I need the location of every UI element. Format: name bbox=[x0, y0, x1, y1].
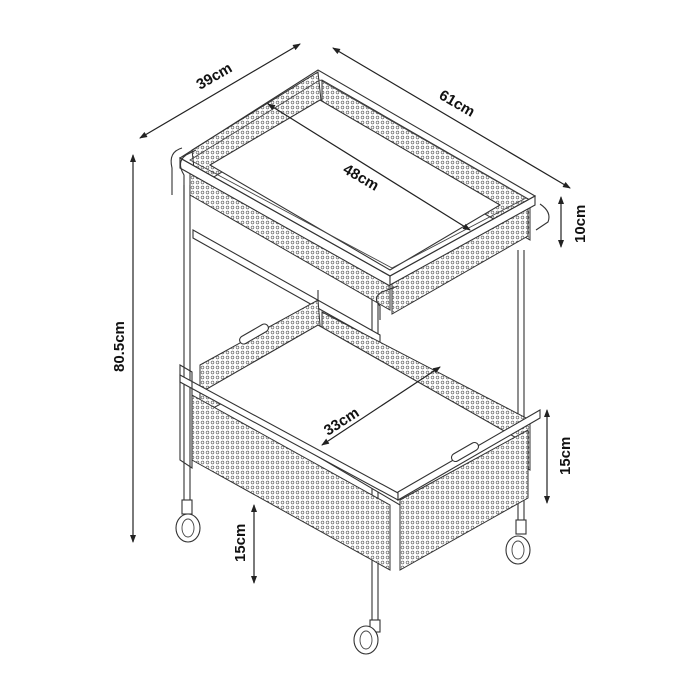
total-height-label: 80.5cm bbox=[111, 321, 128, 372]
bottom-basket-height-label: 15cm bbox=[557, 437, 574, 475]
ground-clearance-label: 15cm bbox=[232, 524, 249, 562]
wheel-front-left bbox=[175, 499, 201, 543]
inner-depth-line bbox=[321, 366, 441, 446]
top-basket-height-label: 10cm bbox=[572, 205, 589, 243]
wheel-front-center bbox=[353, 619, 381, 655]
inner-length-dimension-line bbox=[267, 103, 471, 231]
depth-label: 39cm bbox=[194, 60, 236, 94]
width-label: 61cm bbox=[436, 87, 478, 121]
top-basket bbox=[170, 69, 550, 320]
depth-dimension-line bbox=[139, 43, 301, 139]
wheel-back-right bbox=[505, 519, 531, 565]
